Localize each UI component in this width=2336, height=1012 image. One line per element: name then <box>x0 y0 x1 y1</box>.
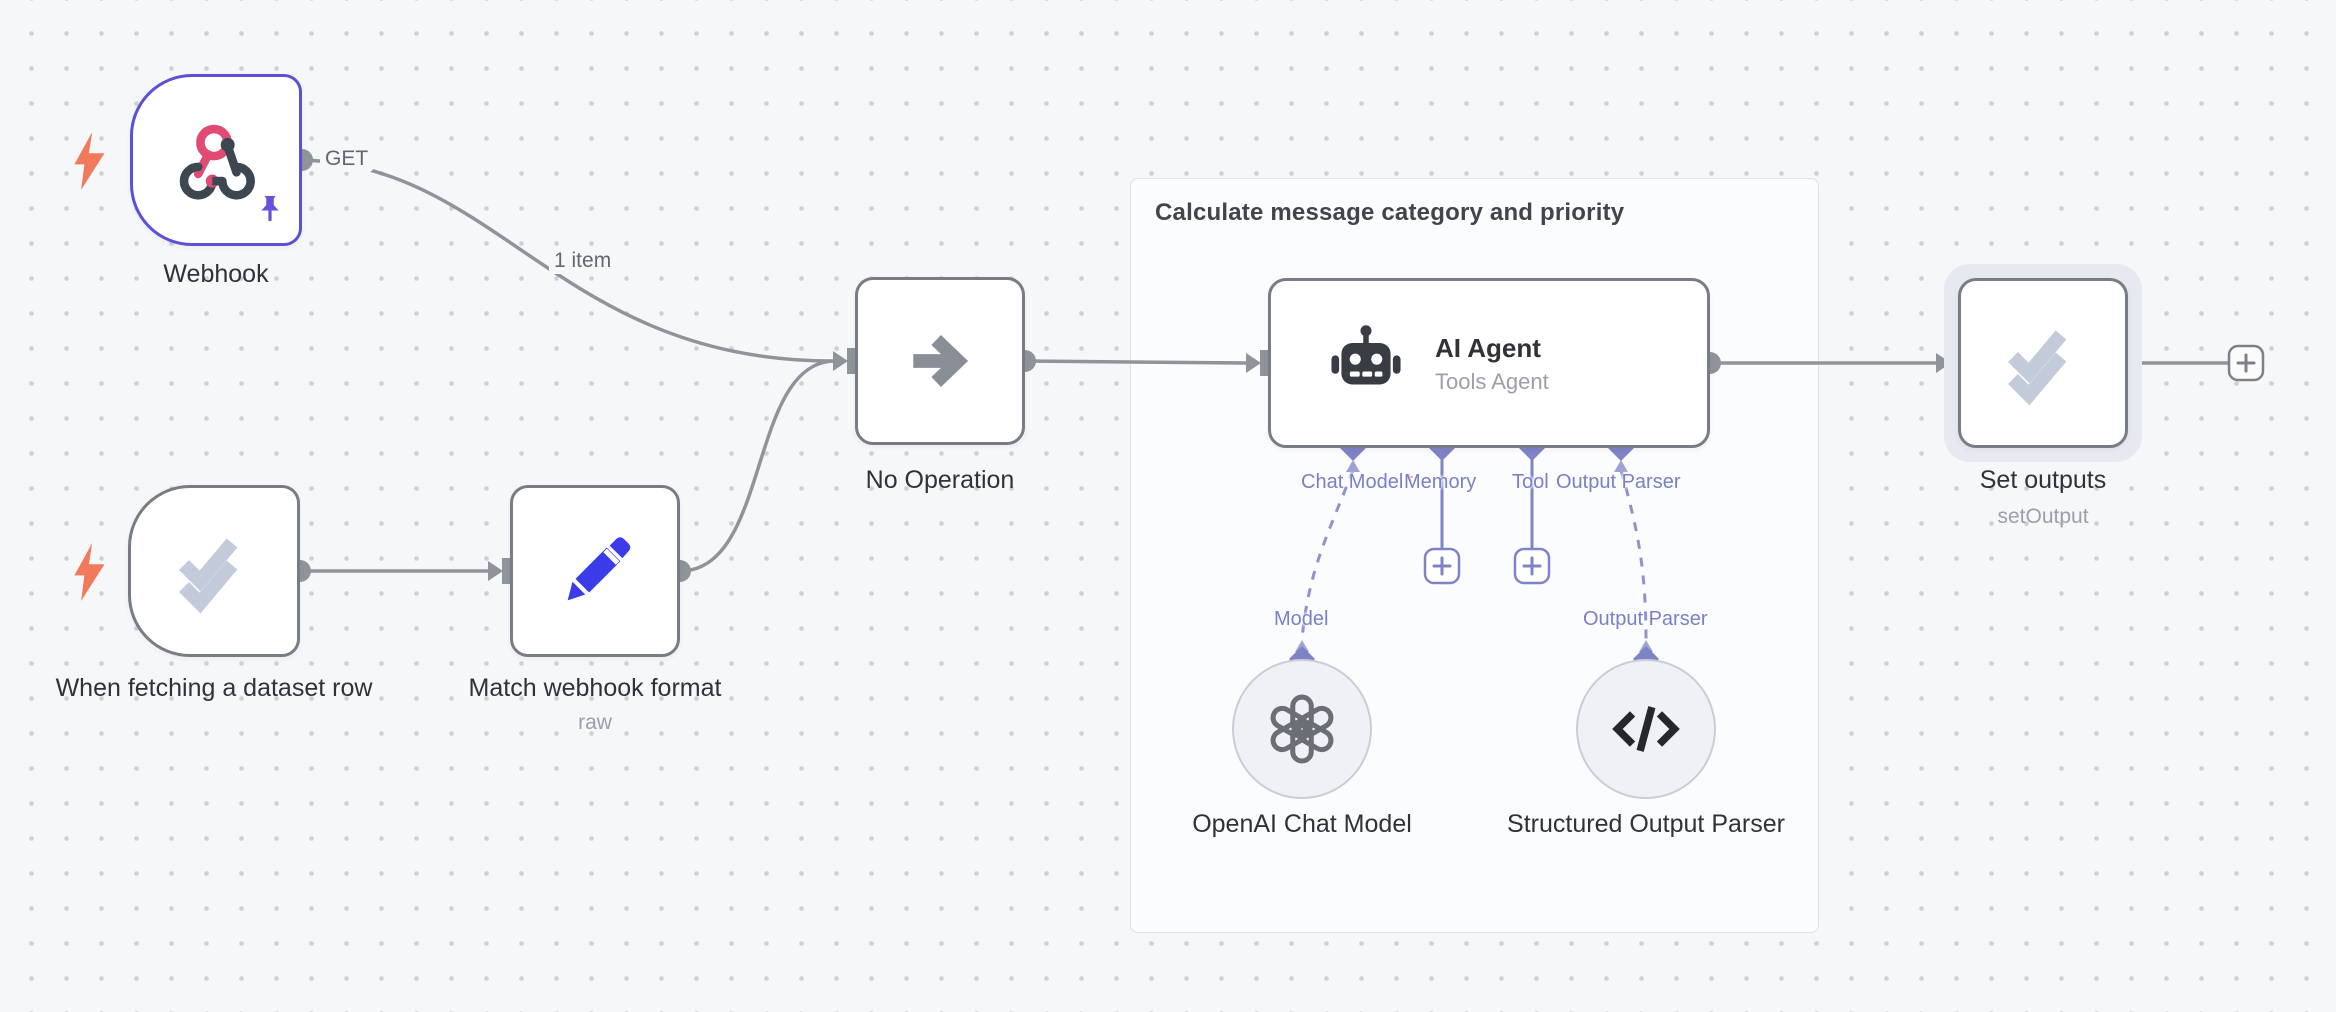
node-label-when-fetching: When fetching a dataset row <box>55 674 373 702</box>
arrowhead-outputparser <box>1614 460 1628 472</box>
add-next-node-button[interactable] <box>2227 344 2265 382</box>
pencil-icon <box>567 537 631 601</box>
node-webhook[interactable] <box>130 74 302 246</box>
trigger-bolt-icon <box>74 543 105 601</box>
node-label-noop: No Operation <box>865 466 1015 494</box>
node-openai-chat-model[interactable] <box>1232 659 1372 799</box>
openai-icon <box>1270 694 1334 764</box>
node-label-webhook: Webhook <box>163 260 269 288</box>
node-sublabel-set-outputs: setOutput <box>1997 505 2089 528</box>
wire-chatmodel-to-openai[interactable] <box>1300 469 1355 641</box>
node-ai-agent[interactable]: AI Agent Tools Agent <box>1268 278 1710 448</box>
node-label-match: Match webhook format <box>468 674 722 702</box>
sub-label-output-parser: Output Parser <box>1583 608 1708 630</box>
edge-label-get: GET <box>320 146 374 172</box>
pin-icon <box>261 196 279 222</box>
node-label-openai: OpenAI Chat Model <box>1192 810 1412 838</box>
connector-label-chat-model: Chat Model* <box>1301 471 1414 493</box>
robot-icon <box>1331 325 1401 385</box>
sub-label-model: Model <box>1274 608 1329 630</box>
add-memory-button[interactable] <box>1423 547 1461 585</box>
arrowhead-chatmodel <box>1346 460 1360 472</box>
connector-label-tool: Tool <box>1512 471 1549 493</box>
trigger-bolt-icon <box>74 132 105 190</box>
code-icon <box>1612 706 1680 752</box>
node-label-structured: Structured Output Parser <box>1507 810 1785 838</box>
group-title: Calculate message category and priority <box>1155 199 1625 226</box>
webhook-icon <box>179 124 255 200</box>
node-no-operation[interactable] <box>855 277 1025 445</box>
node-sublabel-match: raw <box>578 711 612 734</box>
required-asterisk: * <box>1405 471 1414 493</box>
wire-outputparser-to-structured[interactable] <box>1619 469 1648 641</box>
connector-label-memory: Memory <box>1404 471 1477 493</box>
wire-match-to-noop[interactable] <box>679 359 834 573</box>
node-when-fetching[interactable] <box>128 485 300 657</box>
wire-noop-to-aiagent[interactable] <box>1024 359 1247 365</box>
node-set-outputs[interactable] <box>1958 278 2128 448</box>
double-check-icon <box>2008 330 2067 406</box>
edge-label-one-item: 1 item <box>549 248 617 274</box>
node-label-set-outputs: Set outputs <box>1979 466 2107 494</box>
add-tool-button[interactable] <box>1513 547 1551 585</box>
double-check-icon <box>179 538 238 614</box>
ai-agent-title: AI Agent <box>1435 333 1541 363</box>
connector-label-output-parser: Output Parser <box>1556 471 1681 493</box>
node-structured-output-parser[interactable] <box>1576 659 1716 799</box>
node-match-webhook-format[interactable] <box>510 485 680 657</box>
arrow-right-icon <box>913 335 969 387</box>
ai-agent-subtitle: Tools Agent <box>1435 369 1549 394</box>
wire-webhook-to-noop[interactable] <box>301 158 834 363</box>
